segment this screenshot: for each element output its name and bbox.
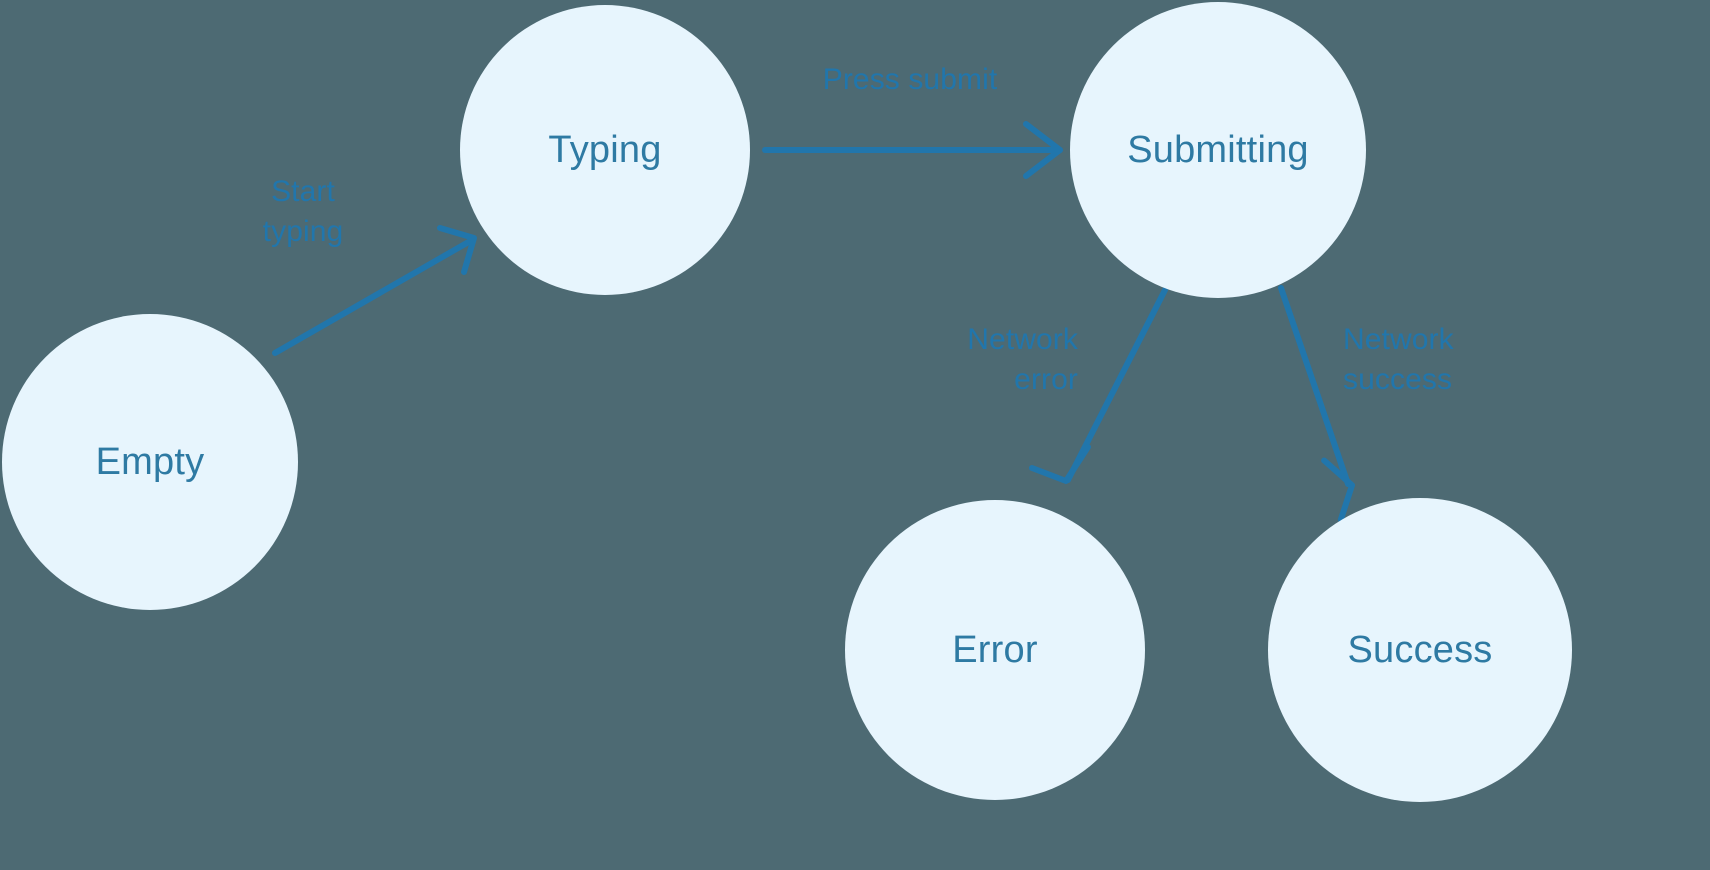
edge-line xyxy=(1278,285,1351,487)
state-node-label: Submitting xyxy=(1127,129,1309,171)
edge-line xyxy=(272,237,475,356)
edge-label-press-submit: Press submit xyxy=(822,63,998,96)
state-node-empty[interactable]: Empty xyxy=(2,314,298,610)
state-node-error[interactable]: Error xyxy=(845,500,1145,800)
edge-label-network-error: Network error xyxy=(967,323,1078,396)
state-node-submitting[interactable]: Submitting xyxy=(1070,2,1366,298)
arrowhead-icon xyxy=(1023,121,1063,179)
state-node-label: Error xyxy=(952,629,1038,671)
arrowhead-icon xyxy=(1321,457,1356,523)
edge-submitting-to-success xyxy=(1278,285,1356,523)
state-node-success[interactable]: Success xyxy=(1268,498,1572,802)
arrowhead-icon xyxy=(437,225,477,275)
state-node-label: Typing xyxy=(548,129,662,171)
edge-submitting-to-error xyxy=(1029,287,1168,484)
edge-typing-to-submitting xyxy=(762,121,1063,179)
state-node-typing[interactable]: Typing xyxy=(460,5,750,295)
state-node-label: Empty xyxy=(95,441,205,483)
edge-empty-to-typing xyxy=(272,225,477,356)
edge-label-start-typing: Start typing xyxy=(262,175,344,248)
arrowhead-icon xyxy=(1029,444,1091,484)
edge-label-network-success: Network success xyxy=(1343,323,1454,396)
state-node-label: Success xyxy=(1347,629,1493,671)
